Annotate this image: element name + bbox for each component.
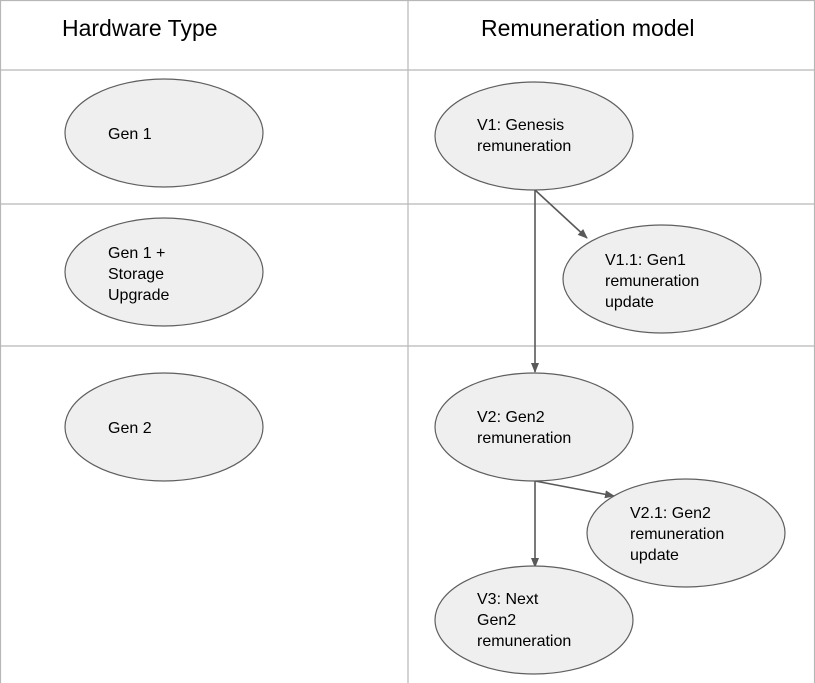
header-remuneration-model: Remuneration model [481, 15, 695, 41]
node-v1-line-1: V1: Genesis [477, 117, 564, 134]
node-v1-1-line-2: remuneration [605, 273, 699, 290]
node-gen-2: Gen 2 [64, 372, 264, 482]
node-v1-shape [434, 81, 634, 191]
node-v3-label: V3: Next Gen2 remuneration [477, 591, 571, 650]
node-v2-1-line-3: update [630, 547, 679, 564]
node-gen-2-label: Gen 2 [108, 420, 152, 437]
node-gen-1-storage-upgrade-line-3: Upgrade [108, 287, 169, 304]
node-gen-1-shape [64, 78, 264, 188]
node-v1-1: V1.1: Gen1 remuneration update [562, 224, 762, 334]
node-gen-2-shape [64, 372, 264, 482]
edge-v2-to-v2-1 [534, 480, 615, 499]
node-v3-line-1: V3: Next [477, 591, 539, 608]
header-hardware-type: Hardware Type [62, 15, 218, 41]
node-gen-1-storage-upgrade-line-2: Storage [108, 266, 164, 283]
node-v2: V2: Gen2 remuneration [434, 372, 634, 482]
node-gen-1-storage-upgrade-label: Gen 1 + Storage Upgrade [108, 245, 170, 304]
node-v1-1-line-1: V1.1: Gen1 [605, 252, 686, 269]
node-v3-shape [434, 565, 634, 675]
edges [531, 189, 615, 568]
node-gen-1-storage-upgrade-line-1: Gen 1 + [108, 245, 165, 262]
edge-v1-to-v1-1 [534, 189, 588, 239]
node-v2-line-1: V2: Gen2 [477, 409, 545, 426]
node-v1-line-2: remuneration [477, 138, 571, 155]
node-v2-shape [434, 372, 634, 482]
node-v2-line-2: remuneration [477, 430, 571, 447]
node-gen-2-line-1: Gen 2 [108, 420, 152, 437]
node-gen-1: Gen 1 [64, 78, 264, 188]
node-v3-line-3: remuneration [477, 633, 571, 650]
node-gen-1-storage-upgrade: Gen 1 + Storage Upgrade [64, 217, 264, 327]
node-v1-1-label: V1.1: Gen1 remuneration update [605, 252, 704, 311]
node-gen-1-line-1: Gen 1 [108, 126, 152, 143]
node-v1-1-line-3: update [605, 294, 654, 311]
node-gen-1-label: Gen 1 [108, 126, 152, 143]
node-v1-label: V1: Genesis remuneration [477, 117, 571, 155]
node-v2-1-shape [586, 478, 786, 588]
node-v2-1: V2.1: Gen2 remuneration update [586, 478, 786, 588]
node-v1: V1: Genesis remuneration [434, 81, 634, 191]
node-v2-1-label: V2.1: Gen2 remuneration update [630, 505, 729, 564]
node-v2-1-line-1: V2.1: Gen2 [630, 505, 711, 522]
node-v1-1-shape [562, 224, 762, 334]
node-v3: V3: Next Gen2 remuneration [434, 565, 634, 675]
node-v2-label: V2: Gen2 remuneration [477, 409, 571, 447]
node-gen-1-storage-upgrade-shape [64, 217, 264, 327]
node-v2-1-line-2: remuneration [630, 526, 724, 543]
node-v3-line-2: Gen2 [477, 612, 516, 629]
